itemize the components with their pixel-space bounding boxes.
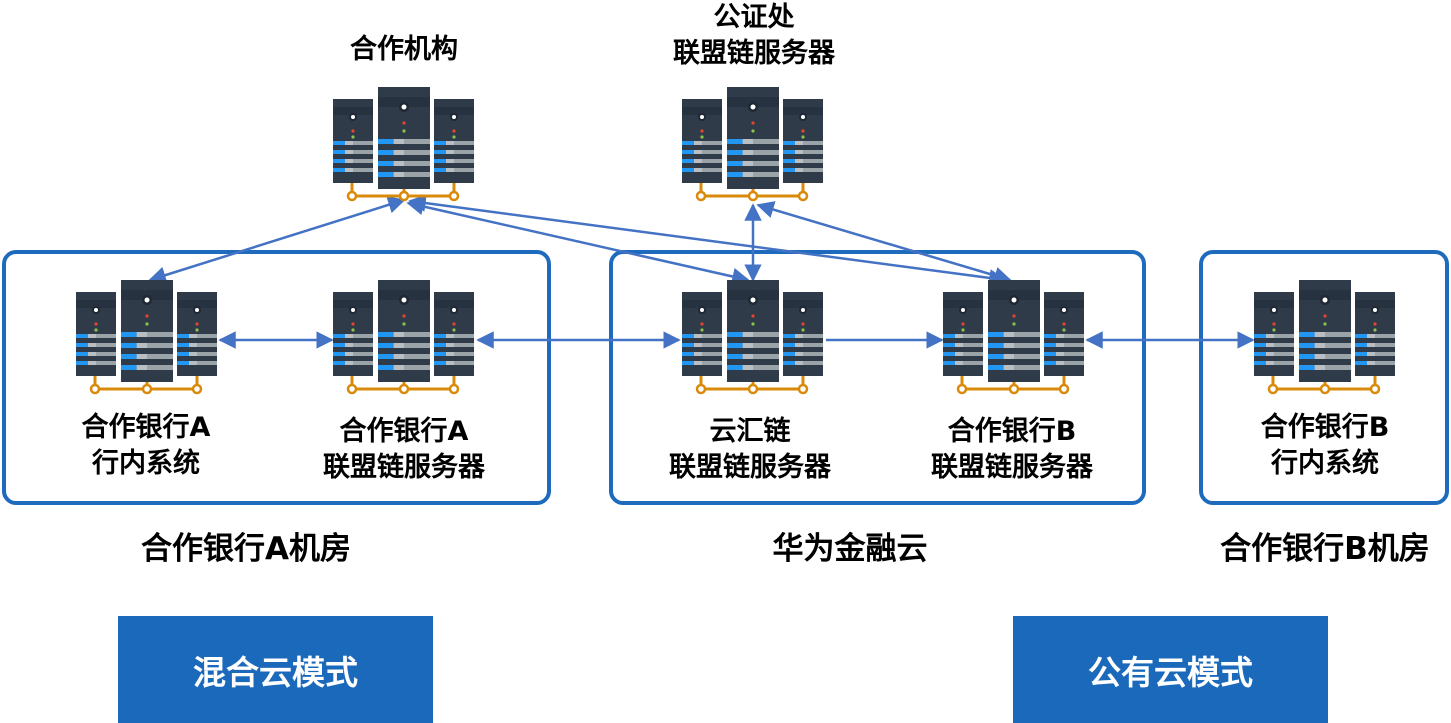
connection-arrow-partner-org-to-bank-a-internal	[148, 196, 406, 284]
node-label-bank-a-chain: 合作银行A 联盟链服务器	[284, 414, 524, 486]
zone-title-huawei-cloud: 华为金融云	[772, 531, 928, 567]
node-label-bank-b-chain: 合作银行B 联盟链服务器	[892, 414, 1132, 486]
label-line: 合作银行B	[947, 416, 1077, 447]
public-cloud-mode-button[interactable]: 公有云模式	[1013, 616, 1328, 723]
label-line: 联盟链服务器	[931, 452, 1093, 483]
node-label-partner-org: 合作机构	[304, 32, 504, 68]
label-line: 联盟链服务器	[673, 38, 835, 69]
server-rack-icon	[1254, 280, 1395, 395]
label-line: 云汇链	[709, 416, 791, 447]
label-line: 行内系统	[1271, 448, 1379, 479]
zone-box-bank-b	[1199, 250, 1449, 505]
label-line: 联盟链服务器	[323, 452, 485, 483]
zone-title-bank-b-room: 合作银行B机房	[1220, 531, 1430, 567]
node-label-yunhui-chain: 云汇链 联盟链服务器	[630, 414, 870, 486]
connection-arrow-partner-org-to-yunhui-chain	[406, 197, 750, 286]
node-label-bank-a-internal: 合作银行A 行内系统	[46, 410, 246, 482]
connection-arrow-notary-to-bank-b-chain	[756, 201, 1012, 284]
label-line: 行内系统	[92, 448, 200, 479]
label-line: 合作银行A	[339, 416, 469, 447]
server-rack-icon	[682, 280, 823, 395]
server-rack-icon	[943, 280, 1084, 395]
server-rack-icon	[333, 280, 474, 395]
node-label-bank-b-internal: 合作银行B 行内系统	[1225, 410, 1425, 482]
label-line: 合作银行A	[81, 412, 211, 443]
node-label-notary: 公证处 联盟链服务器	[634, 0, 874, 72]
label-line: 合作机构	[350, 34, 458, 65]
hybrid-cloud-mode-button[interactable]: 混合云模式	[118, 616, 433, 723]
connection-arrow-partner-org-to-bank-b-chain	[408, 194, 1007, 287]
zone-title-bank-a-room: 合作银行A机房	[141, 531, 351, 567]
label-line: 联盟链服务器	[669, 452, 831, 483]
server-rack-icon	[682, 87, 823, 202]
server-rack-icon	[76, 280, 217, 395]
label-line: 合作银行B	[1260, 412, 1390, 443]
server-rack-icon	[333, 87, 474, 202]
label-line: 公证处	[713, 2, 795, 33]
